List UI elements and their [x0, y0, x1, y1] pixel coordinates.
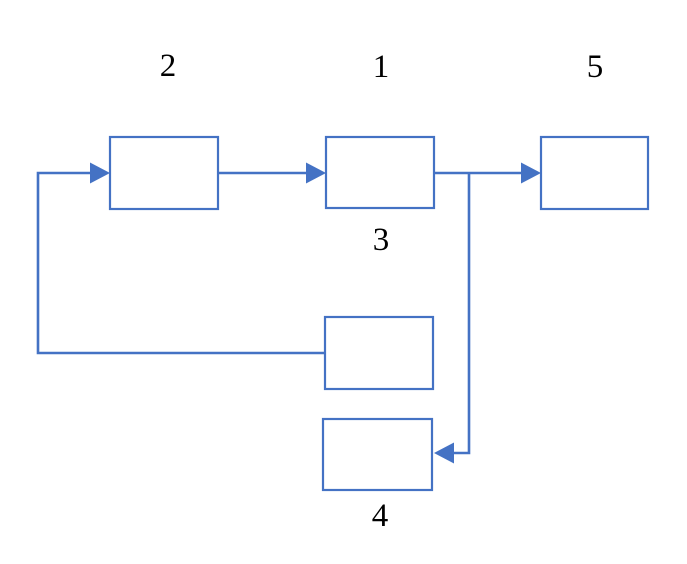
- box-1: [324, 135, 436, 210]
- arrowhead-into-box4: [434, 442, 454, 464]
- connector-feedback-to-box2: [36, 171, 325, 355]
- label-3: 3: [373, 222, 390, 258]
- box-5: [539, 135, 650, 211]
- label-5: 5: [587, 49, 604, 85]
- box-feedback: [323, 315, 435, 391]
- arrowhead-into-box1: [306, 162, 326, 184]
- box-4: [321, 417, 434, 492]
- connector-branch-to-box4: [453, 174, 471, 455]
- label-4: 4: [372, 498, 389, 534]
- label-1: 1: [373, 49, 390, 85]
- arrowhead-into-box2: [90, 162, 110, 184]
- label-2: 2: [160, 48, 177, 84]
- arrowhead-into-box5: [521, 162, 541, 184]
- box-2: [108, 135, 220, 211]
